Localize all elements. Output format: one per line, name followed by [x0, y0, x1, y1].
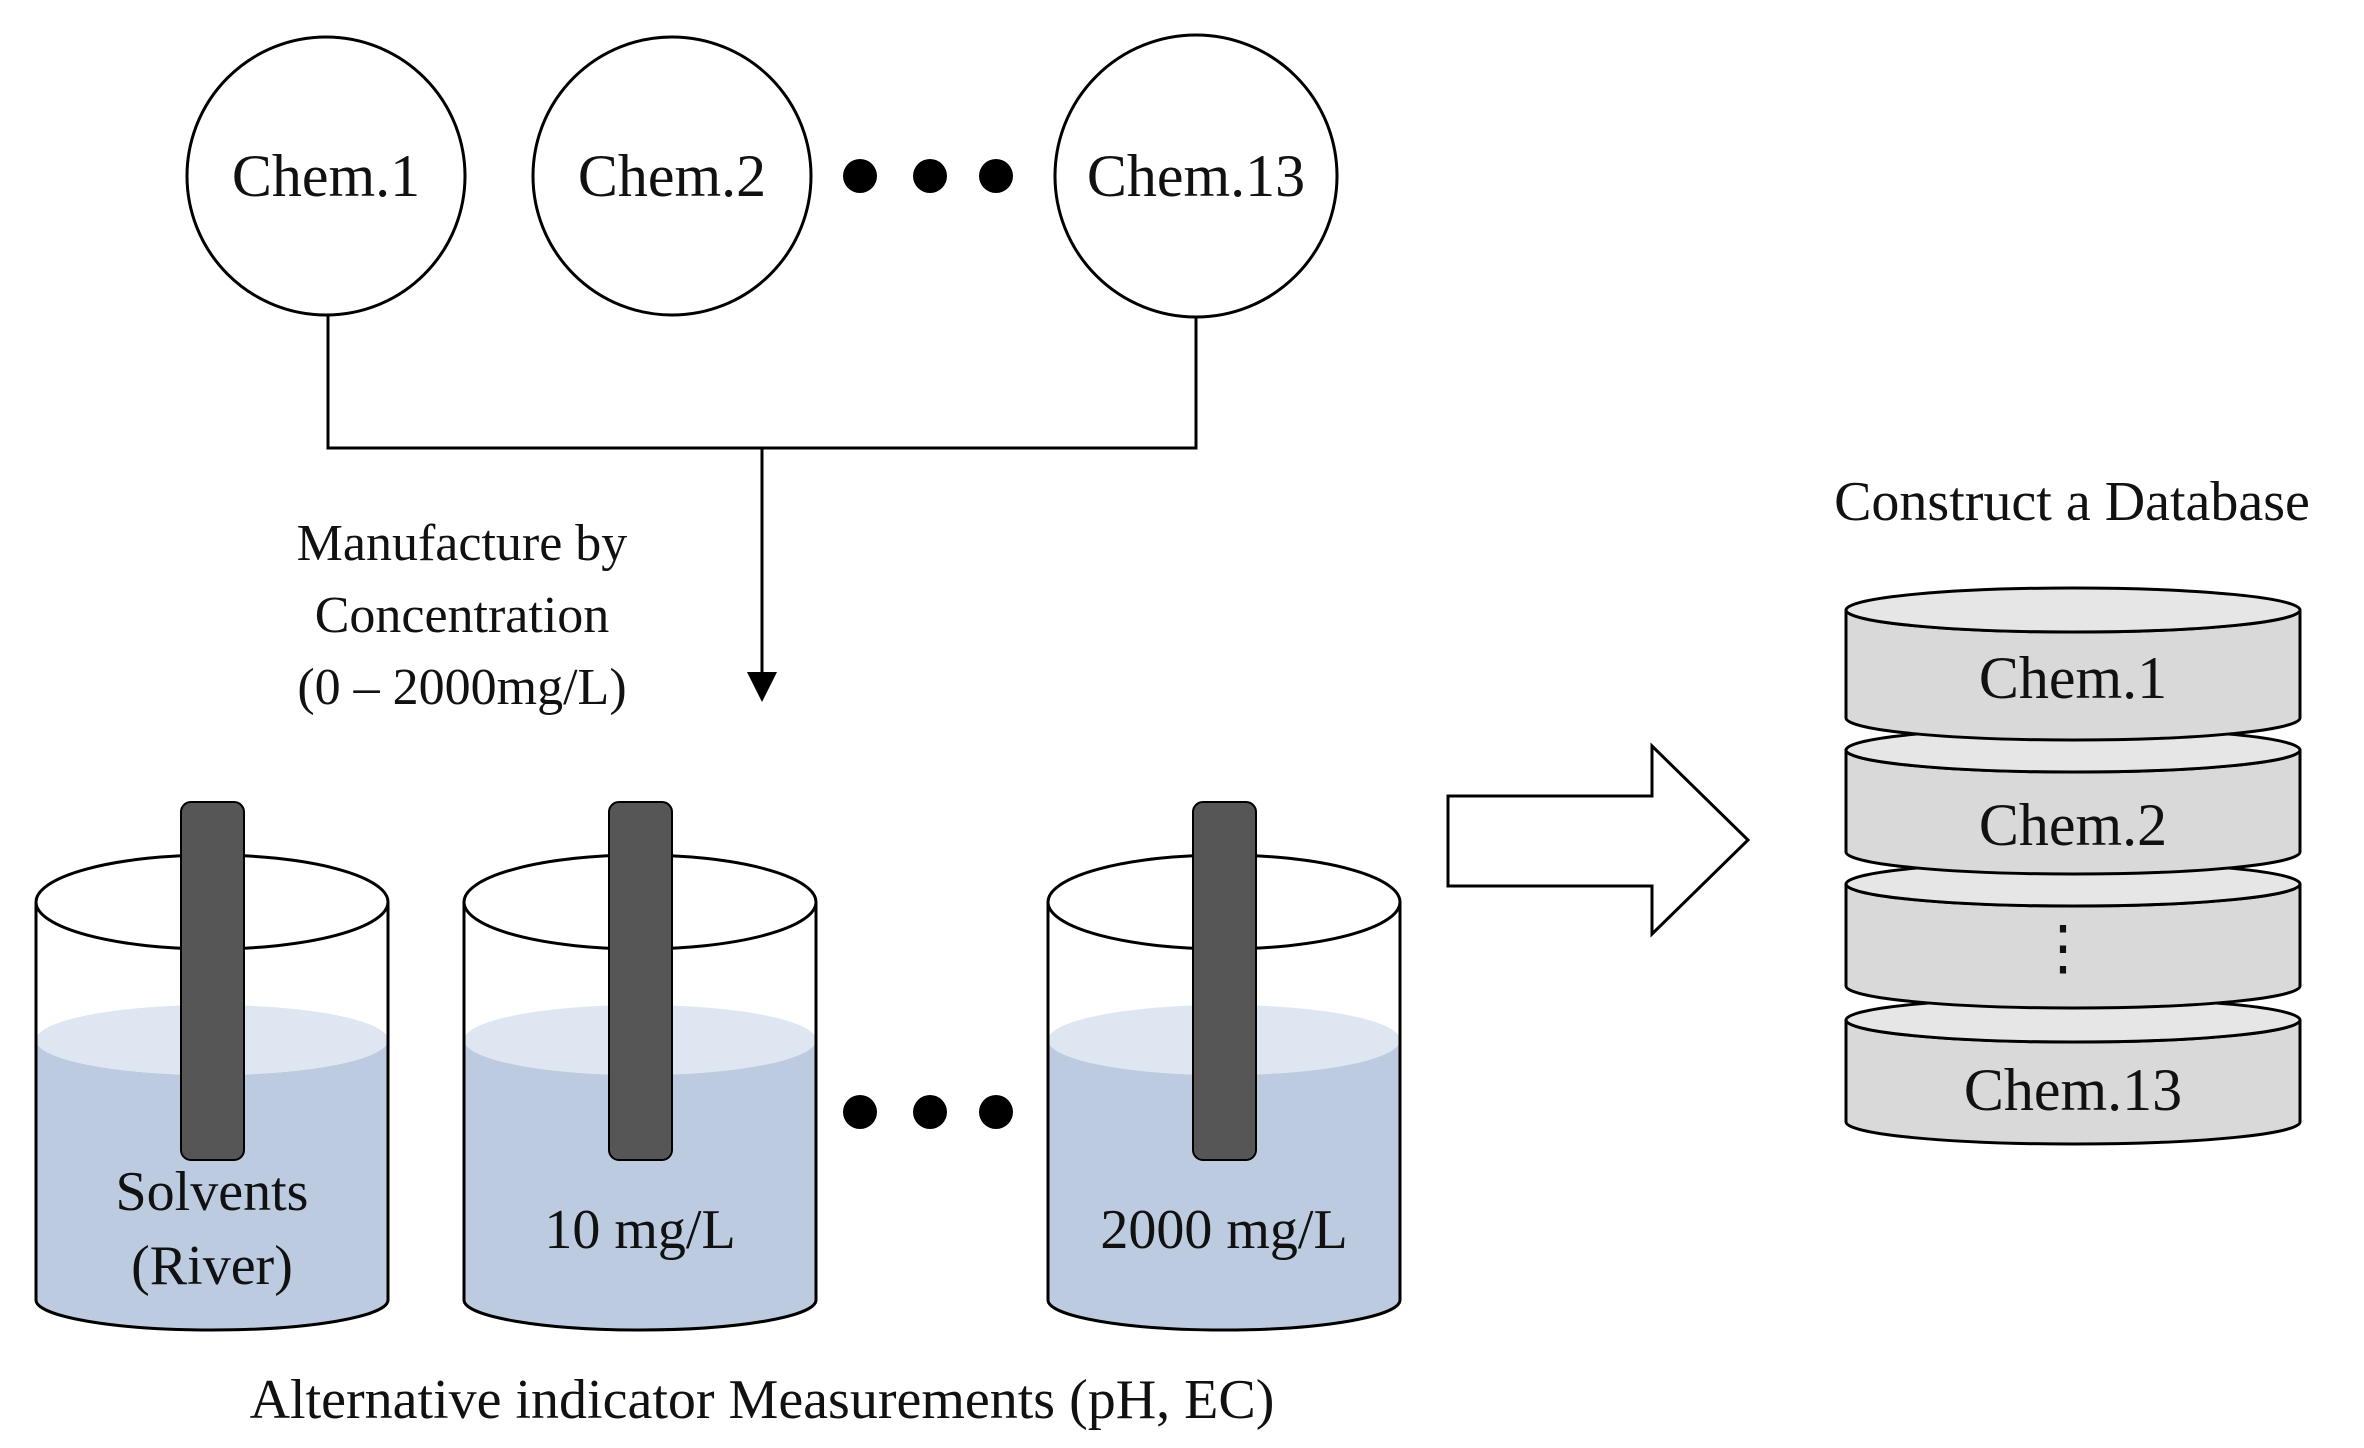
beaker-label-line-1: Solvents [116, 1161, 309, 1223]
beaker-label-line-2: (River) [131, 1235, 293, 1297]
beaker-solvent: Solvents (River) [34, 801, 390, 1332]
merge-connector [326, 315, 1198, 678]
chemical-node-2: Chem.2 [531, 35, 813, 317]
database-layer-label: ⋮ [2033, 915, 2093, 981]
beaker-label-line-1: 2000 mg/L [1100, 1199, 1347, 1261]
probe [180, 801, 245, 1161]
probe [1192, 801, 1257, 1161]
ellipsis-dots-icon [843, 1095, 1013, 1129]
arrow-down-icon [747, 672, 777, 702]
beaker-label-line-1: 10 mg/L [544, 1199, 735, 1261]
chemical-label: Chem.13 [1087, 143, 1305, 209]
block-arrow-right-icon [1446, 742, 1751, 938]
database-title: Construct a Database [1834, 471, 2310, 533]
chemical-node-1: Chem.1 [185, 35, 467, 317]
measurement-caption: Alternative indicator Measurements (pH, … [250, 1369, 1275, 1431]
process-line-3: (0 – 2000mg/L) [297, 659, 626, 716]
chemical-label: Chem.2 [578, 143, 766, 209]
database-layer-label: Chem.13 [1964, 1057, 2182, 1123]
database-layer-chem1: Chem.1 [1844, 586, 2302, 742]
database-layer-ellipsis: ⋮ [1844, 860, 2302, 1010]
database-layer-chem13: Chem.13 [1844, 996, 2302, 1146]
beaker-2000mg: 2000 mg/L [1046, 801, 1402, 1332]
process-line-1: Manufacture by [297, 515, 628, 572]
chemical-node-13: Chem.13 [1053, 33, 1339, 319]
process-description: Manufacture by Concentration (0 – 2000mg… [297, 515, 628, 716]
database-layer-label: Chem.2 [1979, 792, 2167, 858]
chemical-label: Chem.1 [232, 143, 420, 209]
beaker-10mg: 10 mg/L [462, 801, 818, 1332]
ellipsis-dots-icon [843, 159, 1013, 193]
database-layer-label: Chem.1 [1979, 645, 2167, 711]
database-cylinder: Chem.13 ⋮ Chem.2 Chem.1 [1844, 586, 2302, 1146]
process-line-2: Concentration [315, 587, 610, 644]
database-layer-chem2: Chem.2 [1844, 726, 2302, 876]
probe [608, 801, 673, 1161]
